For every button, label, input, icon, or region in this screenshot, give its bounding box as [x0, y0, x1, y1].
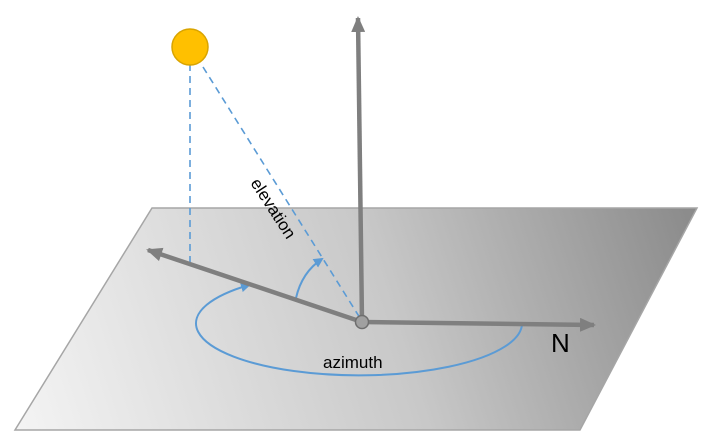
azimuth-arc [195, 282, 524, 377]
sun-icon [171, 28, 209, 66]
azimuth-label: azimuth [323, 353, 383, 372]
zenith-axis-arrow [351, 16, 366, 323]
sun-to-origin-line [202, 66, 361, 319]
origin-point [354, 314, 370, 330]
elevation-arc [295, 257, 324, 299]
sun-projection-axis-arrow [146, 247, 363, 325]
north-label: N [551, 328, 570, 358]
north-axis-arrow [361, 317, 596, 332]
